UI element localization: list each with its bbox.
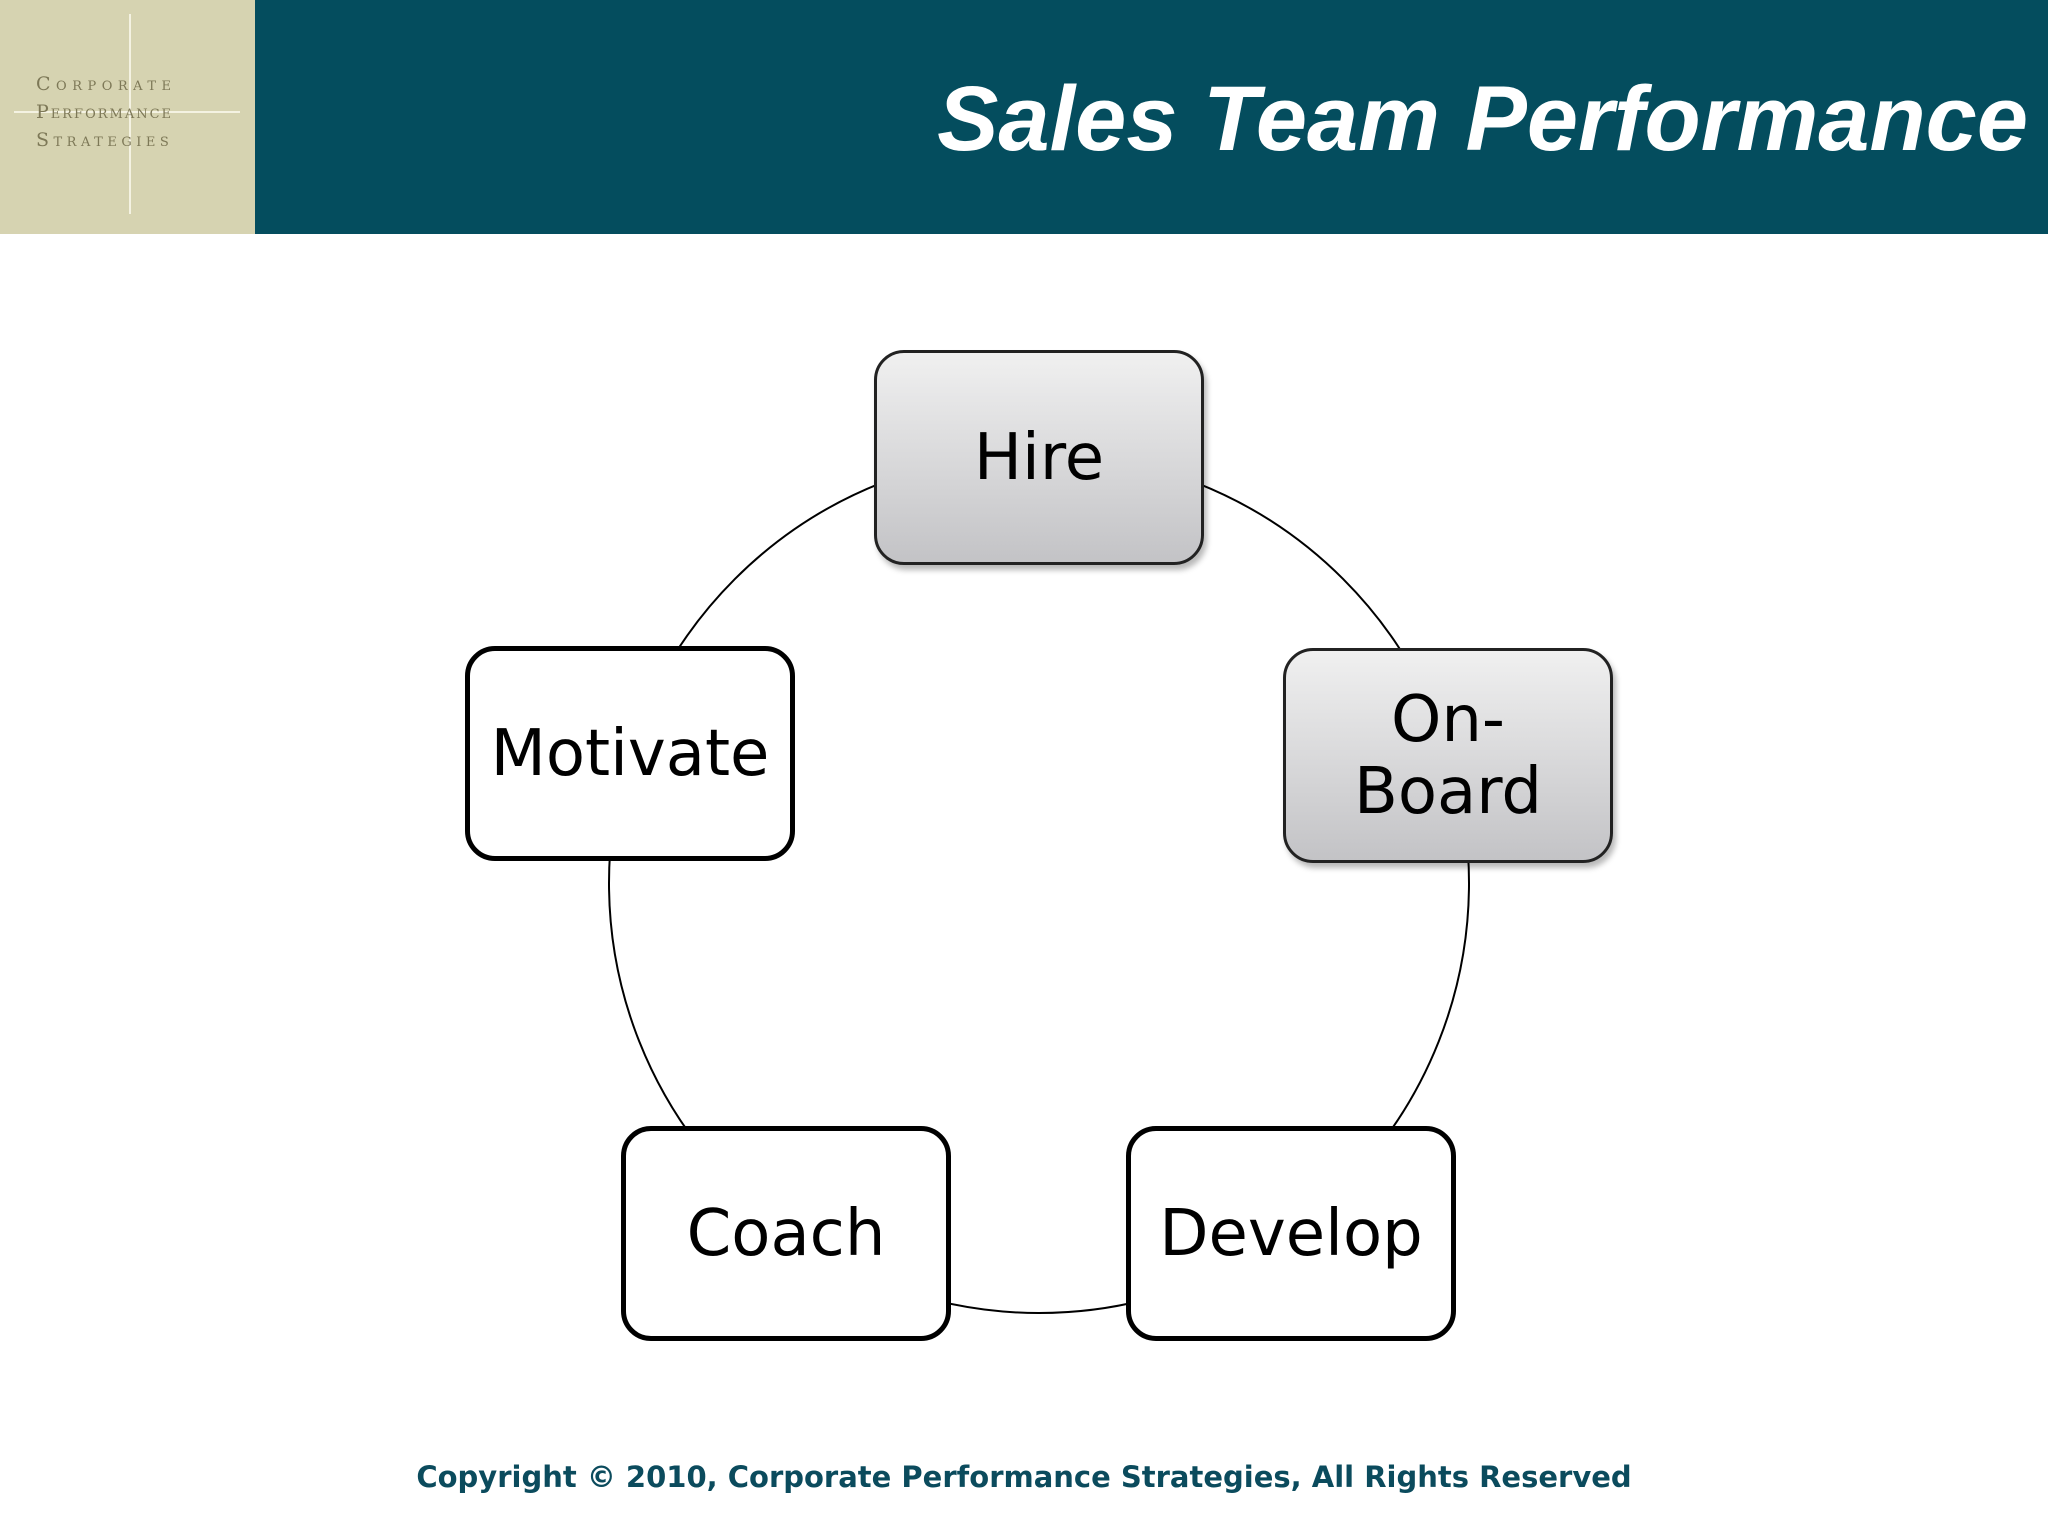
company-logo: Corporate Performance Strategies (0, 0, 255, 234)
slide-title: Sales Team Performance (937, 68, 2028, 170)
node-label-motivate: Motivate (490, 716, 770, 791)
cycle-node-coach: Coach (621, 1126, 951, 1341)
node-label-coach: Coach (686, 1196, 886, 1271)
logo-text-line-3: Strategies (36, 129, 174, 151)
node-label-on-board: On- Board (1353, 682, 1543, 829)
cycle-node-hire: Hire (874, 350, 1204, 565)
logo-text-line-1: Corporate (36, 73, 177, 95)
node-label-hire: Hire (973, 420, 1105, 495)
logo-text-line-2: Performance (36, 101, 174, 123)
cycle-node-on-board: On- Board (1283, 648, 1613, 863)
copyright-footer: Copyright © 2010, Corporate Performance … (416, 1460, 1632, 1494)
cycle-node-develop: Develop (1126, 1126, 1456, 1341)
header-bar: Corporate Performance Strategies Sales T… (0, 0, 2048, 234)
node-label-develop: Develop (1159, 1196, 1423, 1271)
logo-crosshair-icon (14, 14, 240, 214)
cycle-node-motivate: Motivate (465, 646, 795, 861)
